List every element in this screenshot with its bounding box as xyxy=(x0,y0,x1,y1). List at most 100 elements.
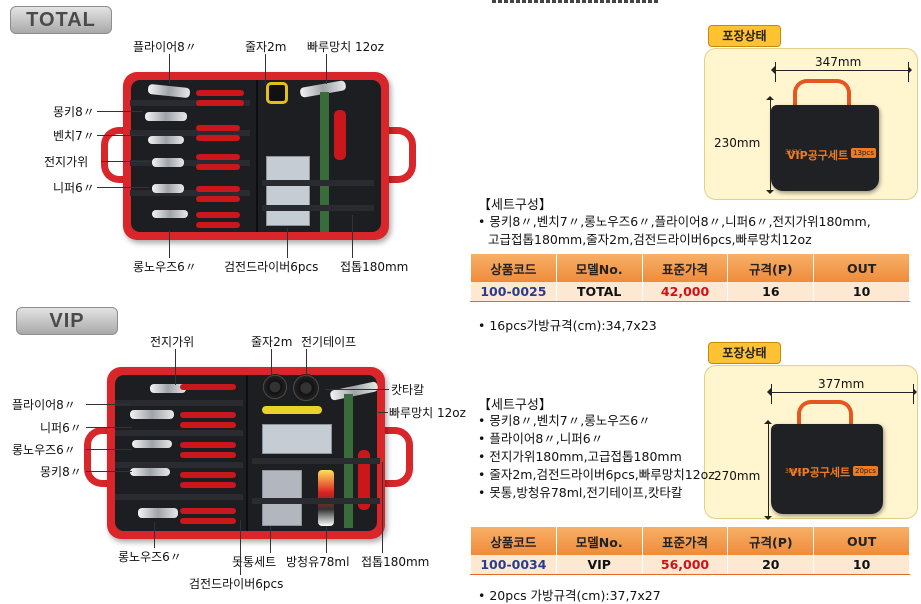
saw-tool xyxy=(358,450,370,510)
composition-title: 【세트구성】 xyxy=(478,398,552,413)
table-row: 100-0034 VIP 56,000 20 10 xyxy=(470,555,910,575)
header-spec: 규격(P) xyxy=(727,254,815,282)
cell-out: 10 xyxy=(813,282,910,302)
callout-nipper: 니퍼6〃 xyxy=(40,421,82,435)
callout-tape: 줄자2m xyxy=(251,335,293,349)
bench-plier-tool xyxy=(148,136,184,144)
packaging-title: 포장상태 xyxy=(708,342,781,364)
header-price: 표준가격 xyxy=(641,527,729,555)
composition-title: 【세트구성】 xyxy=(478,198,552,213)
bag-logo-text: VIP공구세트 xyxy=(787,149,849,162)
callout-bench: 벤치7〃 xyxy=(53,129,95,143)
bag-mini-logo: 3M3C xyxy=(785,468,803,475)
bag-size-text: 16pcs가방규격(cm):34,7x23 xyxy=(478,315,656,334)
bag-handle xyxy=(793,79,851,107)
cell-code: 100-0025 xyxy=(470,282,557,302)
table-row: 100-0025 TOTAL 42,000 16 10 xyxy=(470,282,910,302)
composition-list: 몽키8〃,벤치7〃,롱노우즈6〃 플라이어8〃,니퍼6〃 전지가위180mm,고… xyxy=(478,412,715,502)
longnose-tool xyxy=(152,210,188,218)
packaging-box: 3M3C VIP공구세트 13pcs xyxy=(704,48,918,200)
callout-driver: 검전드라이버6pcs xyxy=(224,260,319,274)
tape-measure-tool xyxy=(262,374,288,400)
monkey-wrench-tool xyxy=(138,508,178,518)
callout-cutter: 접톱180mm xyxy=(340,260,409,274)
driver-set-box xyxy=(266,156,310,226)
header-code: 상품코드 xyxy=(470,254,557,282)
callout-hammer: 빠루망치 12oz xyxy=(307,40,384,54)
tab-vip[interactable]: VIP xyxy=(16,307,118,335)
callout-pliers: 플라이어8〃 xyxy=(133,40,197,54)
electric-tape-tool xyxy=(292,374,320,402)
callout-monkey: 몽키8〃 xyxy=(40,465,82,479)
driver-set-box xyxy=(262,424,332,454)
cell-model: VIP xyxy=(555,555,643,575)
tape-measure-tool xyxy=(266,82,288,104)
header-model: 모델No. xyxy=(555,254,643,282)
cell-model: TOTAL xyxy=(555,282,643,302)
vip-spec-table: 상품코드 모델No. 표준가격 규격(P) OUT 100-0034 VIP 5… xyxy=(470,527,910,575)
callout-pliers: 플라이어8〃 xyxy=(12,398,76,412)
header-spec: 규격(P) xyxy=(727,527,815,555)
composition-item: 줄자2m,검전드라이버6pcs,빠루망치12oz xyxy=(478,466,714,484)
scissors-tool xyxy=(152,158,184,167)
composition-item: 전지가위180mm,고급접톱180mm xyxy=(478,448,715,466)
cell-spec: 20 xyxy=(727,555,815,575)
longnose-tool xyxy=(130,468,170,476)
kit-handle-right xyxy=(386,127,416,183)
callout-longnose: 롱노우즈6〃 xyxy=(133,260,197,274)
cell-price: 56,000 xyxy=(641,555,729,575)
cell-price: 42,000 xyxy=(641,282,729,302)
header-price: 표준가격 xyxy=(641,254,729,282)
bag-badge: 13pcs xyxy=(851,148,876,158)
callout-nipper: 니퍼6〃 xyxy=(53,181,95,195)
callout-cutter-knife: 캇타칼 xyxy=(391,383,425,397)
width-arrow xyxy=(767,388,917,396)
width-arrow xyxy=(771,66,912,74)
bag-size-text: 20pcs 가방규격(cm):37,7x27 xyxy=(478,585,660,604)
height-dimension: 230mm xyxy=(714,136,761,150)
kit-handle-left xyxy=(84,427,114,487)
nipper-tool xyxy=(152,184,184,193)
header-out: OUT xyxy=(813,254,910,282)
cutter-saw-tool xyxy=(334,110,346,160)
packaging-title: 포장상태 xyxy=(708,25,781,47)
cutter-knife-tool xyxy=(262,406,322,414)
callout-nails: 못통세트 xyxy=(232,555,277,569)
header-code: 상품코드 xyxy=(470,527,557,555)
header-out: OUT xyxy=(813,527,910,555)
callout-electric-tape: 전기테이프 xyxy=(301,335,357,349)
composition-item: 못통,방청유78ml,전기테이프,캇타칼 xyxy=(478,484,715,502)
composition-item: 몽키8〃,벤치7〃,롱노우즈6〃 xyxy=(478,412,715,430)
cell-out: 10 xyxy=(813,555,910,575)
composition-item: 플라이어8〃,니퍼6〃 xyxy=(478,430,715,448)
callout-oil: 방청유78ml xyxy=(286,555,350,569)
header-model: 모델No. xyxy=(555,527,643,555)
bag-mini-logo: 3M3C xyxy=(785,149,803,156)
kit-handle-right xyxy=(383,427,413,487)
composition-item: 몽키8〃,벤치7〃,롱노우즈6〃,플라이어8〃,니퍼6〃,전지가위180mm,고… xyxy=(478,213,871,249)
scissors-tool xyxy=(150,384,186,393)
monkey-wrench-tool xyxy=(145,112,187,121)
callout-scissors: 전지가위 xyxy=(44,155,89,169)
width-dimension: 347mm xyxy=(815,55,862,69)
composition-list: 몽키8〃,벤치7〃,롱노우즈6〃,플라이어8〃,니퍼6〃,전지가위180mm,고… xyxy=(478,213,871,249)
callout-monkey: 몽키8〃 xyxy=(53,105,95,119)
callout-tape: 줄자2m xyxy=(245,40,287,54)
bag-logo-text: VIP공구세트 xyxy=(789,466,851,479)
height-arrow xyxy=(764,420,772,520)
width-dimension: 377mm xyxy=(818,377,865,391)
top-cropped-text xyxy=(492,0,660,3)
height-arrow xyxy=(766,96,774,194)
callout-longnose-bottom: 롱노우즈6〃 xyxy=(118,550,182,564)
bag-badge: 20pcs xyxy=(853,466,878,476)
pliers-tool xyxy=(130,410,174,419)
bag-handle xyxy=(797,400,853,426)
cell-spec: 16 xyxy=(727,282,815,302)
kit-handle-left xyxy=(101,127,131,183)
cell-code: 100-0034 xyxy=(470,555,557,575)
callout-scissors: 전지가위 xyxy=(150,335,195,349)
callout-hammer: 빠루망치 12oz xyxy=(389,406,466,420)
height-dimension: 270mm xyxy=(714,469,761,483)
tab-total[interactable]: TOTAL xyxy=(10,6,112,34)
callout-driver: 검전드라이버6pcs xyxy=(189,577,284,591)
